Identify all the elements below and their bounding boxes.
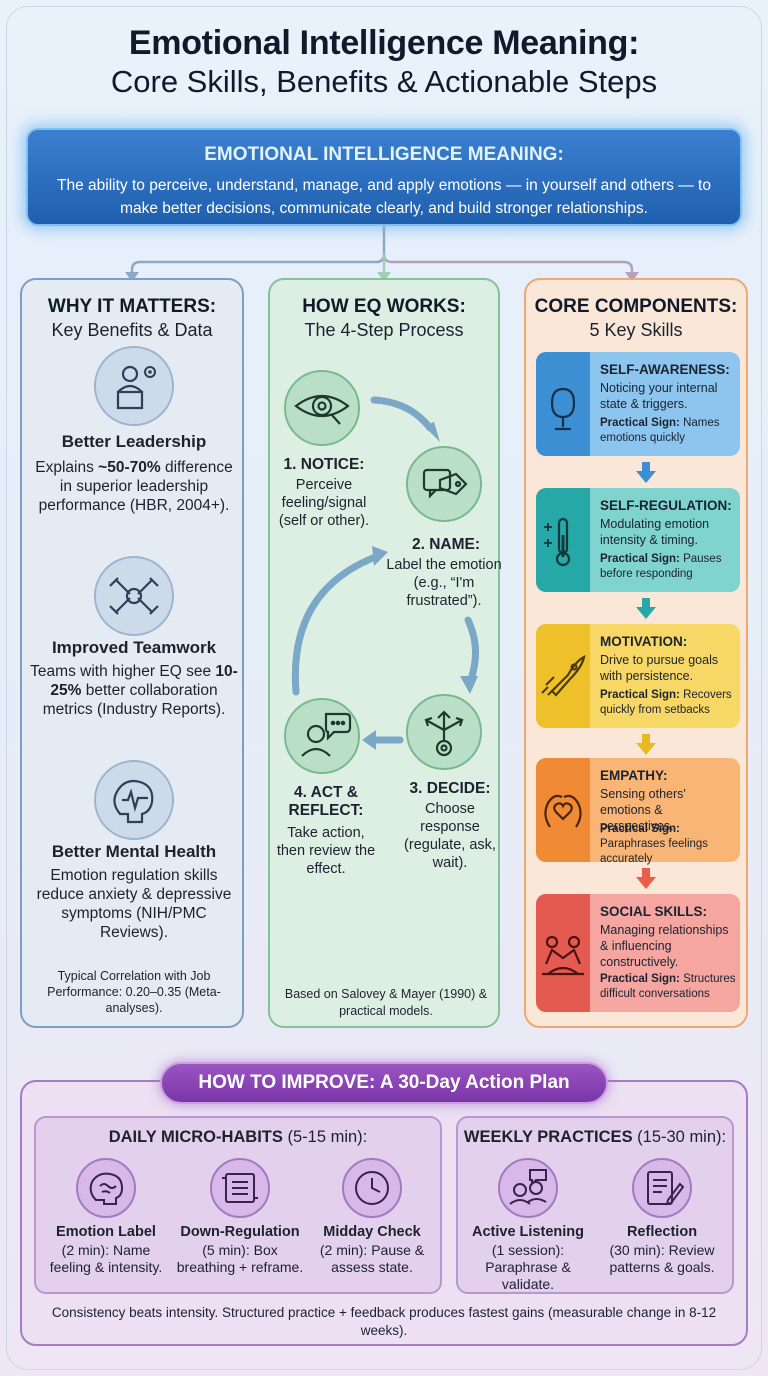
cycle-arrows	[291, 396, 480, 750]
why-it-matters-panel: WHY IT MATTERS: Key Benefits & Data Bett…	[20, 278, 244, 1028]
habit-title: Emotion Label	[56, 1224, 156, 1240]
component-card: SELF-AWARENESS: Noticing your internal st…	[536, 352, 740, 456]
component-practical-sign: Practical Sign: Recovers quickly from se…	[600, 689, 732, 716]
branch-connector	[125, 226, 639, 282]
step-title: 2. NAME:	[411, 536, 481, 553]
step-text: Take action, then review the effect.	[276, 825, 376, 877]
how-subheading: The 4-Step Process	[304, 320, 464, 340]
habit-text: (5 min): Box breathing + reframe.	[176, 1242, 304, 1275]
label-tag-icon	[406, 446, 482, 522]
how-eq-works-panel: HOW EQ WORKS: The 4-Step Process 1. NOTI…	[268, 278, 502, 1028]
benefit-text: Explains ~50-70% difference in superior …	[35, 459, 233, 514]
heart-heads-icon	[536, 758, 590, 862]
model-source-note: Based on Salovey & Mayer (1990) & practi…	[284, 987, 488, 1018]
component-title: SELF-REGULATION:	[600, 498, 732, 513]
down-arrow-icon	[634, 868, 658, 890]
habit-text: (1 session): Paraphrase & validate.	[485, 1242, 571, 1292]
component-card: SOCIAL SKILLS: Managing relationships & i…	[536, 894, 740, 1012]
rocket-icon	[536, 624, 590, 728]
down-arrow-icon	[634, 598, 658, 620]
component-practical-sign: Practical Sign: Paraphrases feelings acc…	[600, 823, 709, 865]
component-description: Managing relationships & influencing con…	[600, 923, 729, 969]
component-practical-sign: Practical Sign: Names emotions quickly	[600, 417, 720, 444]
down-arrow-icon	[634, 734, 658, 756]
clock-icon	[342, 1158, 402, 1218]
component-title: MOTIVATION:	[600, 634, 688, 649]
component-card: EMPATHY: Sensing others' emotions & persp…	[536, 758, 740, 865]
component-description: Noticing your internal state & triggers.	[600, 381, 718, 411]
page-title: Emotional Intelligence Meaning:	[128, 24, 640, 62]
why-subheading: Key Benefits & Data	[51, 320, 213, 340]
page-subtitle: Core Skills, Benefits & Actionable Steps	[110, 64, 658, 99]
component-title: EMPATHY:	[600, 768, 668, 783]
action-plan-heading: HOW TO IMPROVE: A 30-Day Action Plan	[160, 1062, 608, 1104]
component-card: SELF-REGULATION: Modulating emotion inten…	[536, 488, 740, 592]
habit-title: Midday Check	[323, 1224, 421, 1240]
step-title: 4. ACT & REFLECT:	[288, 784, 364, 819]
weekly-practices-panel: WEEKLY PRACTICES (15-30 min): Active Lis…	[456, 1116, 734, 1294]
component-card: MOTIVATION: Drive to pursue goals with pe…	[536, 624, 740, 728]
weekly-heading: WEEKLY PRACTICES (15-30 min):	[463, 1128, 727, 1146]
step-text: Choose response (regulate, ask, wait).	[404, 801, 496, 871]
journal-pen-icon	[632, 1158, 692, 1218]
plan-footnote: Consistency beats intensity. Structured …	[51, 1305, 717, 1338]
step-title: 1. NOTICE:	[283, 456, 365, 473]
teamwork-hands-icon	[94, 556, 174, 636]
benefit-text: Teams with higher EQ see 10-25% better c…	[30, 663, 238, 718]
component-description: Drive to pursue goals with persistence.	[600, 653, 719, 683]
why-heading: WHY IT MATTERS:	[47, 296, 217, 317]
benefit-title: Improved Teamwork	[51, 638, 217, 657]
daily-micro-habits-panel: DAILY MICRO-HABITS (5-15 min): Emotion L…	[34, 1116, 442, 1294]
habit-text: (2 min): Pause & assess state.	[319, 1242, 425, 1275]
step-text: Perceive feeling/signal (self or other).	[278, 477, 370, 529]
step-title: 3. DECIDE:	[409, 780, 491, 797]
step-text: Label the emotion (e.g., “I'm frustrated…	[386, 557, 502, 609]
component-title: SELF-AWARENESS:	[600, 362, 730, 377]
how-heading: HOW EQ WORKS:	[302, 296, 466, 317]
eye-magnifier-icon	[284, 370, 360, 446]
component-practical-sign: Practical Sign: Structures difficult con…	[600, 973, 736, 1000]
benefit-title: Better Mental Health	[51, 842, 217, 861]
habit-text: (2 min): Name feeling & intensity.	[49, 1242, 163, 1275]
correlation-note: Typical Correlation with Job Performance…	[47, 969, 221, 1015]
component-description: Sensing others' emotions & perspectives.	[600, 787, 686, 833]
habit-title: Reflection	[626, 1224, 698, 1240]
daily-heading: DAILY MICRO-HABITS (5-15 min):	[108, 1128, 368, 1146]
page-frame	[6, 6, 762, 1370]
habit-text: (30 min): Review patterns & goals.	[609, 1242, 715, 1275]
definition-heading: EMOTIONAL INTELLIGENCE MEANING:	[204, 144, 564, 165]
components-heading: CORE COMPONENTS:	[534, 296, 738, 317]
brain-icon	[76, 1158, 136, 1218]
component-title: SOCIAL SKILLS:	[600, 904, 708, 919]
definition-box: EMOTIONAL INTELLIGENCE MEANING: The abil…	[26, 128, 742, 226]
component-practical-sign: Practical Sign: Pauses before responding	[600, 553, 722, 580]
person-speech-icon	[284, 698, 360, 774]
thermometer-icon	[536, 488, 590, 592]
benefit-title: Better Leadership	[61, 432, 207, 451]
handshake-bridge-icon	[536, 894, 590, 1012]
mirror-icon	[536, 352, 590, 456]
chat-bubbles-icon	[498, 1158, 558, 1218]
breathing-box-icon	[210, 1158, 270, 1218]
brain-pulse-icon	[94, 760, 174, 840]
components-subheading: 5 Key Skills	[589, 320, 683, 340]
habit-title: Active Listening	[472, 1224, 584, 1240]
component-description: Modulating emotion intensity & timing.	[600, 517, 710, 547]
decision-arrows-icon	[406, 694, 482, 770]
down-arrow-icon	[634, 462, 658, 484]
benefit-text: Emotion regulation skills reduce anxiety…	[36, 867, 232, 941]
definition-body: The ability to perceive, understand, man…	[57, 177, 711, 217]
core-components-panel: CORE COMPONENTS: 5 Key Skills SELF-AWARE…	[524, 278, 748, 1028]
habit-title: Down-Regulation	[180, 1224, 300, 1240]
leader-podium-icon	[94, 346, 174, 426]
